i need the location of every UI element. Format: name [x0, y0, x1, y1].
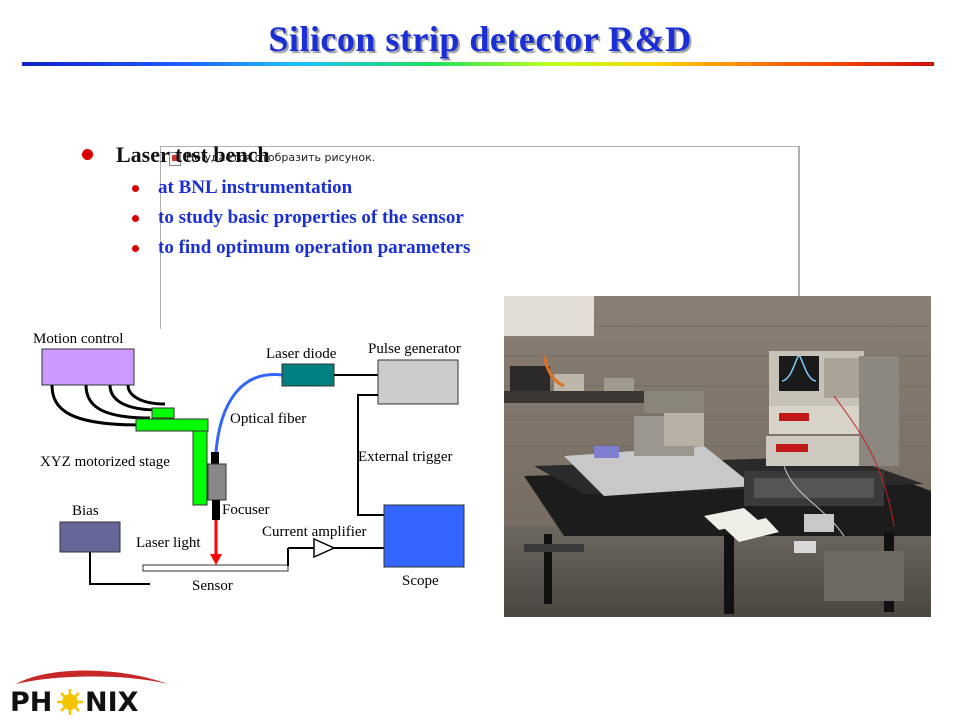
main-bullet-text: Laser test bench: [116, 142, 270, 167]
pulse-generator-label: Pulse generator: [368, 341, 461, 357]
sensor-plate: [142, 564, 289, 572]
stage-column: [192, 430, 208, 506]
stage-arm: [135, 418, 209, 432]
slide-title: Silicon strip detector R&D: [268, 19, 692, 59]
laser-bench-diagram: Motion control XYZ motorized stage Focus…: [33, 331, 465, 594]
xyz-stage-label: XYZ motorized stage: [40, 454, 170, 470]
sensor-label: Sensor: [192, 578, 233, 594]
amplifier-symbol: [313, 537, 336, 559]
sub-bullet-dot: [132, 245, 139, 252]
motion-cable: [126, 384, 166, 406]
main-bullet-dot: [82, 149, 93, 160]
focuser-body: [207, 463, 227, 501]
motion-cable: [84, 384, 151, 420]
svg-text:PH: PH: [10, 687, 52, 718]
trigger-cable: [357, 394, 384, 516]
sub-bullet-dot: [132, 185, 139, 192]
bias-cable: [89, 552, 150, 585]
rainbow-rule: [22, 62, 934, 66]
motion-cable: [108, 384, 159, 412]
bias-box: [59, 521, 121, 553]
motion-cable: [50, 384, 141, 427]
current-amplifier-label: Current amplifier: [262, 524, 367, 540]
phenix-logo: PH NIX: [10, 670, 168, 718]
focuser-top: [211, 452, 219, 464]
sub-bullet-text: to find optimum operation parameters: [158, 237, 471, 258]
scope-label: Scope: [402, 573, 439, 589]
bias-label: Bias: [72, 503, 99, 519]
pulse-generator-box: [377, 359, 459, 405]
laser-diode-label: Laser diode: [266, 346, 337, 362]
broken-image-frame: [160, 146, 800, 329]
broken-image-message: Не удается отобразить рисунок.: [186, 151, 376, 164]
focuser-tip: [212, 500, 220, 520]
laser-light-label: Laser light: [136, 535, 201, 551]
stage-block: [151, 407, 175, 419]
sub-bullet-text: at BNL instrumentation: [158, 177, 353, 198]
motion-control-label: Motion control: [33, 331, 123, 347]
svg-text:NIX: NIX: [85, 687, 139, 718]
broken-image-frame-edge: [798, 146, 799, 296]
laser-beam-arrow: [210, 554, 222, 565]
sub-bullet-dot: [132, 215, 139, 222]
lab-photo: [504, 296, 931, 617]
broken-image-icon: [169, 152, 181, 166]
laser-diode-box: [281, 363, 335, 387]
optical-fiber: [214, 373, 283, 453]
motion-control-box: [41, 348, 135, 386]
optical-fiber-label: Optical fiber: [230, 411, 306, 427]
external-trigger-label: External trigger: [358, 449, 453, 465]
focuser-label: Focuser: [222, 502, 270, 518]
scope-box: [383, 504, 465, 568]
sub-bullet-text: to study basic properties of the sensor: [158, 207, 464, 228]
